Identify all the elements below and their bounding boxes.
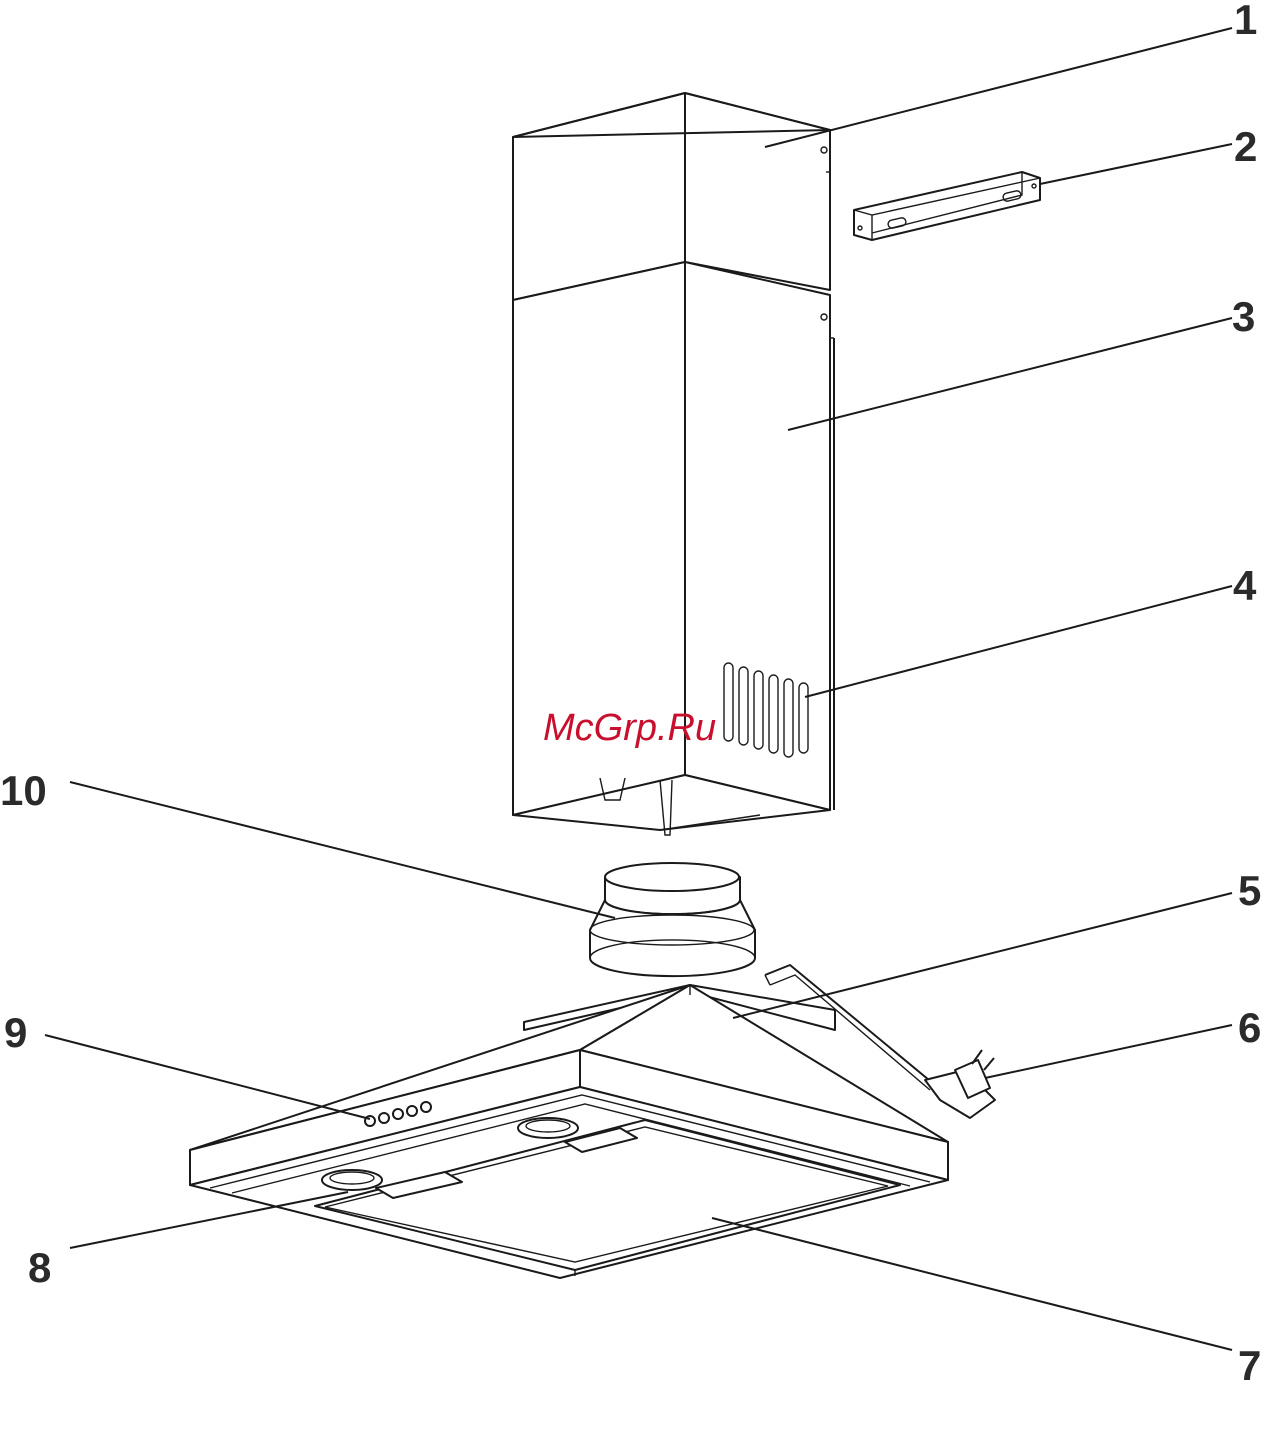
leader-5 xyxy=(733,893,1232,1018)
callout-3: 3 xyxy=(1232,293,1255,340)
callout-1: 1 xyxy=(1234,0,1257,43)
duct-adapter-collar xyxy=(590,863,755,976)
callout-5: 5 xyxy=(1238,867,1261,914)
leader-7 xyxy=(712,1218,1232,1350)
leader-9 xyxy=(45,1035,370,1119)
callout-7: 7 xyxy=(1238,1342,1261,1389)
lower-chimney-cover xyxy=(513,262,834,835)
mounting-bracket xyxy=(854,172,1040,240)
leader-1 xyxy=(765,28,1232,147)
watermark-text: McGrp.Ru xyxy=(543,707,716,749)
callout-4: 4 xyxy=(1233,562,1257,609)
callout-10: 10 xyxy=(0,767,47,814)
leader-3 xyxy=(788,318,1232,430)
callout-8: 8 xyxy=(28,1244,51,1291)
callout-9: 9 xyxy=(4,1009,27,1056)
callout-2: 2 xyxy=(1234,123,1257,170)
leader-6 xyxy=(985,1025,1232,1078)
callout-6: 6 xyxy=(1238,1004,1261,1051)
leader-8 xyxy=(70,1192,348,1248)
leader-4 xyxy=(805,586,1232,697)
leader-2 xyxy=(1040,144,1232,184)
